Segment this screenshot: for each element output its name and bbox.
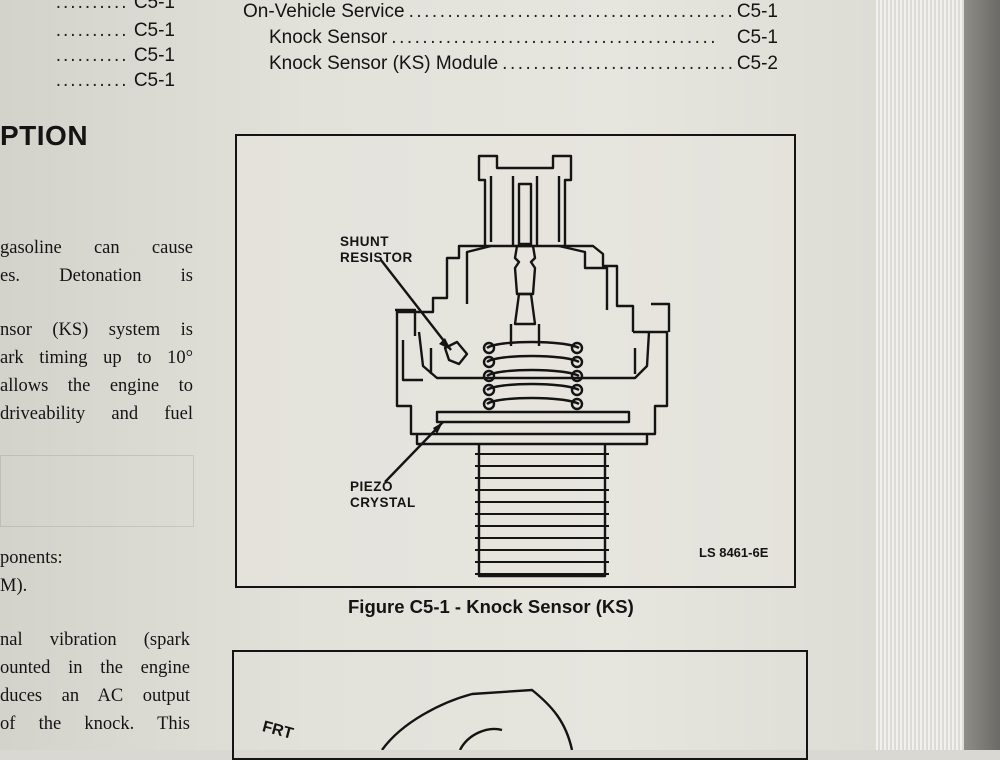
body-line: nsor (KS) system is xyxy=(0,320,193,340)
piezo-crystal-plate xyxy=(435,410,631,424)
body-line: driveability and fuel xyxy=(0,404,193,424)
piezo-leader xyxy=(384,421,444,483)
toc-left-row: .......... C5-1 xyxy=(55,0,175,13)
shunt-resistor-label: SHUNT RESISTOR xyxy=(340,234,413,265)
manual-page: .......... C5-1 .......... C5-1 ........… xyxy=(0,0,880,760)
section-heading: PTION xyxy=(0,120,89,151)
shunt-leader xyxy=(380,259,452,351)
toc-right-row: Knock Sensor (KS) Module................… xyxy=(269,53,778,74)
figure-2-drawing xyxy=(381,688,574,750)
body-line: ponents: xyxy=(0,548,63,568)
connector-housing xyxy=(477,154,573,248)
book-page-edges xyxy=(876,0,1000,750)
body-line: ark timing up to 10° xyxy=(0,348,193,368)
toc-left-row: .......... C5-1 xyxy=(55,70,175,91)
body-line: gasoline can cause xyxy=(0,238,193,258)
body-line: es. Detonation is xyxy=(0,266,193,286)
body-line: duces an AC output xyxy=(0,686,190,706)
body-line: allows the engine to xyxy=(0,376,193,396)
spring xyxy=(486,340,580,406)
toc-right-row: Knock Sensor............................… xyxy=(269,27,778,48)
body-line: ounted in the engine xyxy=(0,658,190,678)
figure-caption: Figure C5-1 - Knock Sensor (KS) xyxy=(348,596,634,617)
body-line: nal vibration (spark xyxy=(0,630,190,650)
figure-frame xyxy=(235,134,796,588)
toc-right-row: On-Vehicle Service......................… xyxy=(243,1,778,22)
bleed-through-box xyxy=(0,455,194,527)
toc-left-row: .......... C5-1 xyxy=(55,45,175,66)
toc-left-row: .......... C5-1 xyxy=(55,20,175,41)
threaded-stud xyxy=(477,444,607,578)
piezo-crystal-label: PIEZO CRYSTAL xyxy=(350,479,416,510)
figure-code: LS 8461-6E xyxy=(699,545,769,560)
body-line: M). xyxy=(0,576,28,596)
sensor-body xyxy=(395,330,669,436)
body-line: of the knock. This xyxy=(0,714,190,734)
knock-sensor-diagram xyxy=(380,154,671,578)
